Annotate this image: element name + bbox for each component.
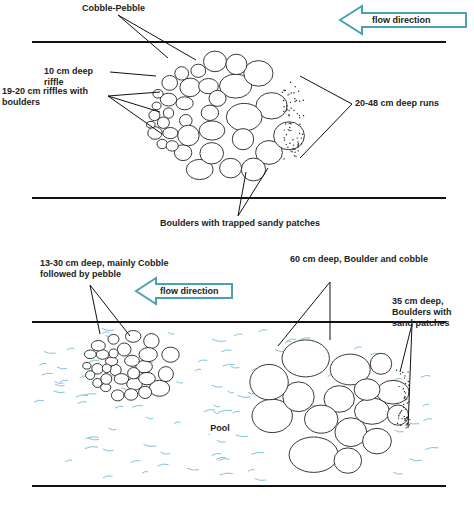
pool-label: Pool xyxy=(200,423,240,434)
flow-label: flow direction xyxy=(372,15,464,26)
depth-label: 13-30 cm deep, mainly Cobble followed by… xyxy=(40,258,190,280)
depth-label: 60 cm deep, Boulder and cobble xyxy=(290,254,440,265)
depth-label: 10 cm deep riffle xyxy=(44,66,114,88)
flow-label: flow direction xyxy=(160,286,232,297)
depth-label: 20-48 cm deep runs xyxy=(355,98,465,109)
substrate-label: Boulders with trapped sandy patches xyxy=(150,218,330,229)
substrate-label: Cobble-Pebble xyxy=(82,3,192,14)
depth-label: 35 cm deep, Boulders with sand patches xyxy=(392,296,472,329)
depth-label: 19-20 cm riffles with boulders xyxy=(2,86,108,108)
